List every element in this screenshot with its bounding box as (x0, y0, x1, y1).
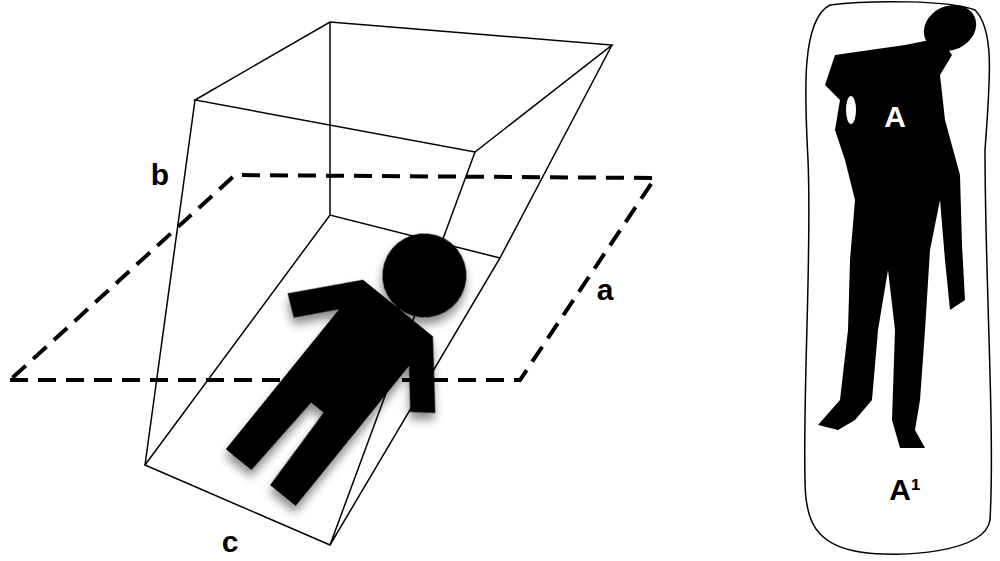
box-edge (329, 22, 331, 215)
body-outline: A A¹ (800, 0, 1000, 561)
silhouette-body (818, 38, 965, 448)
top-face (195, 22, 612, 152)
dimension-letter: a (597, 275, 614, 305)
figure-body (187, 248, 472, 537)
standing-figure-shape (815, 0, 980, 460)
box-edge (500, 45, 612, 258)
dimension-letter: b (151, 160, 169, 190)
box-edge (145, 100, 195, 465)
lying-figure (187, 183, 525, 537)
frustum-box (145, 22, 612, 545)
standing-figure: A (815, 0, 980, 460)
region-letter: A¹ (889, 475, 921, 505)
region-letter: A (884, 102, 906, 132)
body-outline-path (805, 2, 992, 554)
arm-gap (846, 96, 856, 124)
standing-silhouette (818, 0, 980, 448)
dimension-letter: c (222, 527, 239, 557)
